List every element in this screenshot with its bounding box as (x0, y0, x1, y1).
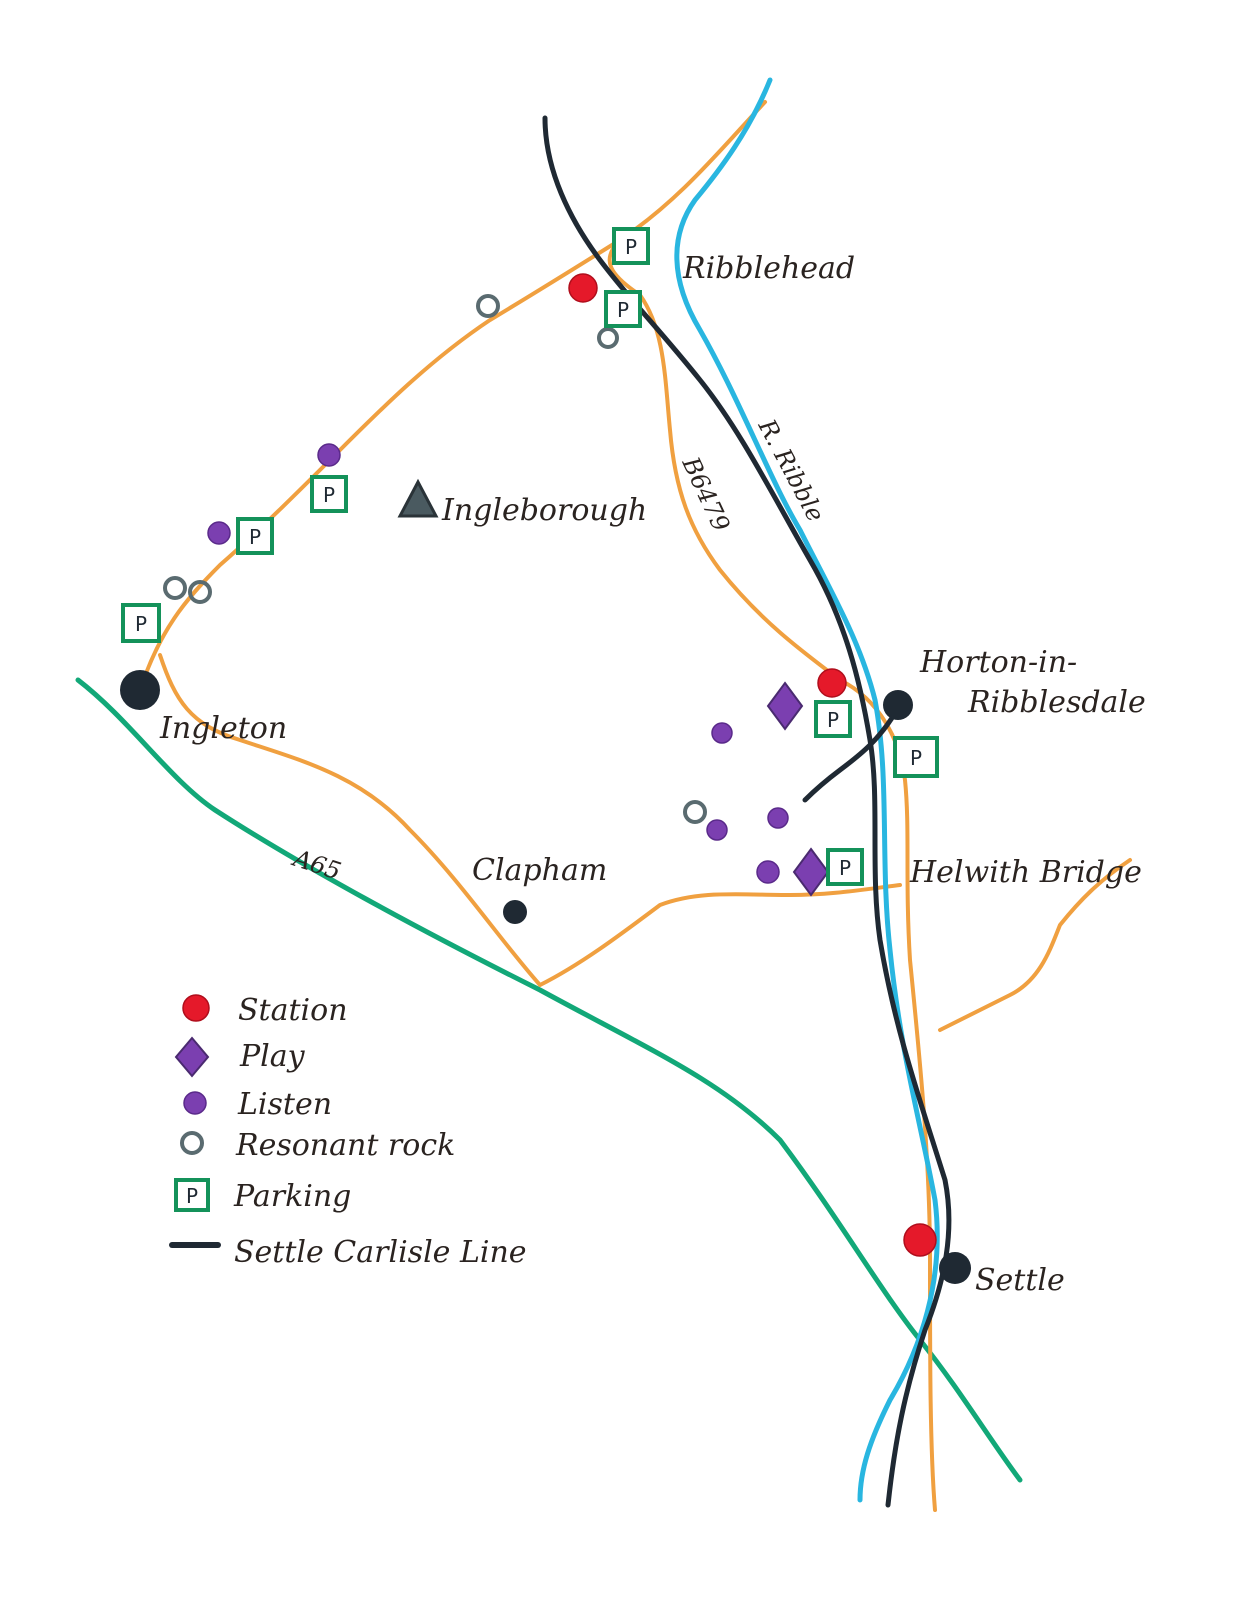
town-marker-ingleton (120, 670, 160, 710)
label-ingleton: Ingleton (159, 711, 287, 746)
svg-text:P: P (135, 612, 147, 636)
resonant-rock (163, 576, 187, 600)
road-east-branch (938, 858, 1132, 1032)
legend-resonant-rock-icon (180, 1131, 204, 1155)
road-ingleton-clapham-helwith (158, 653, 902, 987)
station-horton (817, 668, 847, 698)
legend-listen-icon (183, 1091, 207, 1115)
label-settle: Settle (975, 1263, 1065, 1298)
legend: Station Play Listen Resonant rock P Park… (169, 993, 527, 1270)
listen-point (756, 860, 780, 884)
play-point (792, 847, 830, 897)
resonant-rock (188, 580, 212, 604)
svg-text:P: P (249, 525, 261, 549)
railway-spur (802, 702, 903, 803)
svg-text:P: P (625, 235, 637, 259)
svg-text:P: P (617, 298, 629, 322)
legend-station-label: Station (238, 993, 348, 1028)
legend-play-icon (174, 1036, 210, 1078)
parking-ingleborough-road: P (310, 475, 348, 513)
parking-ingleton: P (121, 603, 161, 643)
parking-ribblehead-north: P (612, 227, 650, 265)
parking-ribblehead-south: P (604, 290, 642, 328)
label-horton-line1: Horton-in- (919, 645, 1077, 680)
parking-horton-west: P (814, 700, 852, 738)
label-b6479: B6479 (676, 452, 735, 536)
legend-listen-label: Listen (237, 1087, 332, 1122)
play-point (766, 681, 804, 731)
listen-point (706, 819, 728, 841)
label-ingleborough: Ingleborough (441, 493, 647, 528)
resonant-rock (476, 294, 500, 318)
legend-station-icon (182, 994, 210, 1022)
station-settle (903, 1223, 937, 1257)
listen-point (317, 443, 341, 467)
listen-point (767, 807, 789, 829)
town-marker-settle (939, 1252, 971, 1284)
town-marker-clapham (503, 900, 527, 924)
legend-line-label: Settle Carlisle Line (234, 1235, 527, 1270)
parking-ingleborough-road-2: P (236, 517, 274, 555)
mountain-peak-icon (397, 478, 439, 518)
river-ribble (674, 77, 940, 1503)
legend-parking-label: Parking (233, 1179, 351, 1214)
a65-road (75, 677, 1023, 1483)
town-marker-horton (883, 690, 913, 720)
road-ribblehead-ingleton (138, 100, 767, 692)
listen-point (711, 722, 733, 744)
legend-play-label: Play (239, 1039, 306, 1074)
listen-point (207, 521, 231, 545)
resonant-rock (597, 327, 619, 349)
legend-parking-symbol: P (186, 1184, 198, 1208)
legend-parking-icon (174, 1178, 210, 1212)
label-helwith-bridge: Helwith Bridge (909, 855, 1142, 890)
label-clapham: Clapham (472, 853, 607, 888)
label-a65: A65 (288, 843, 344, 885)
svg-text:P: P (839, 856, 851, 880)
parking-helwith-bridge: P (826, 848, 864, 886)
label-horton-line2: Ribblesdale (967, 685, 1146, 720)
parking-horton-east: P (893, 736, 939, 778)
resonant-rock (683, 800, 707, 824)
svg-text:P: P (323, 483, 335, 507)
legend-resonant-rock-label: Resonant rock (235, 1128, 455, 1163)
svg-text:P: P (827, 708, 839, 732)
label-ribblehead: Ribblehead (682, 251, 855, 286)
svg-text:P: P (910, 746, 922, 770)
station-ribblehead (568, 273, 598, 303)
